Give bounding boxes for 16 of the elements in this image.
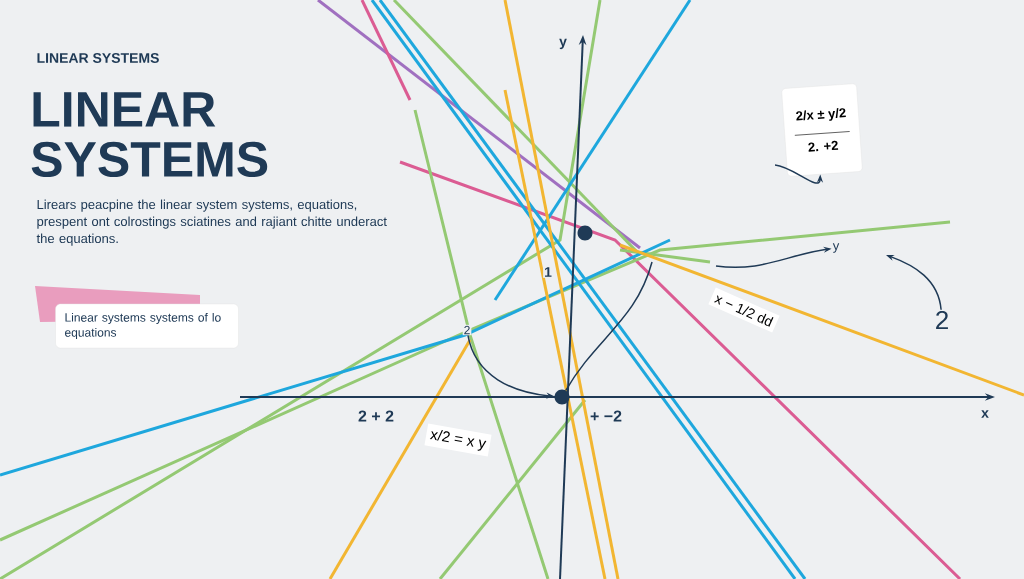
tick-label: + −2 [590, 410, 622, 422]
axis-label: y [559, 38, 567, 50]
tick-label: 2 + 2 [358, 410, 394, 422]
point-dot [554, 389, 570, 405]
equation-label: x/2 = x y [424, 423, 492, 457]
title: LINEAR SYSTEMS [31, 92, 268, 178]
heading: LINEAR SYSTEMS [37, 53, 159, 63]
point-dot [577, 225, 593, 241]
formula-card: 2/x ± y/2 2. +2 [781, 83, 863, 177]
equation-label: x − 1/2 dd [708, 287, 780, 333]
number-label: 2 [462, 324, 472, 336]
note-card: Linear systems systems of lo equations [55, 303, 239, 349]
axis-label: x [981, 410, 989, 418]
number-label: 1 [543, 266, 553, 278]
number-label: y [831, 242, 841, 254]
paragraph: Lirears peacpine the linear system systems, equations, prespent ont colrostings sciatines and rajiant chitte underact the equations. [36, 199, 387, 246]
